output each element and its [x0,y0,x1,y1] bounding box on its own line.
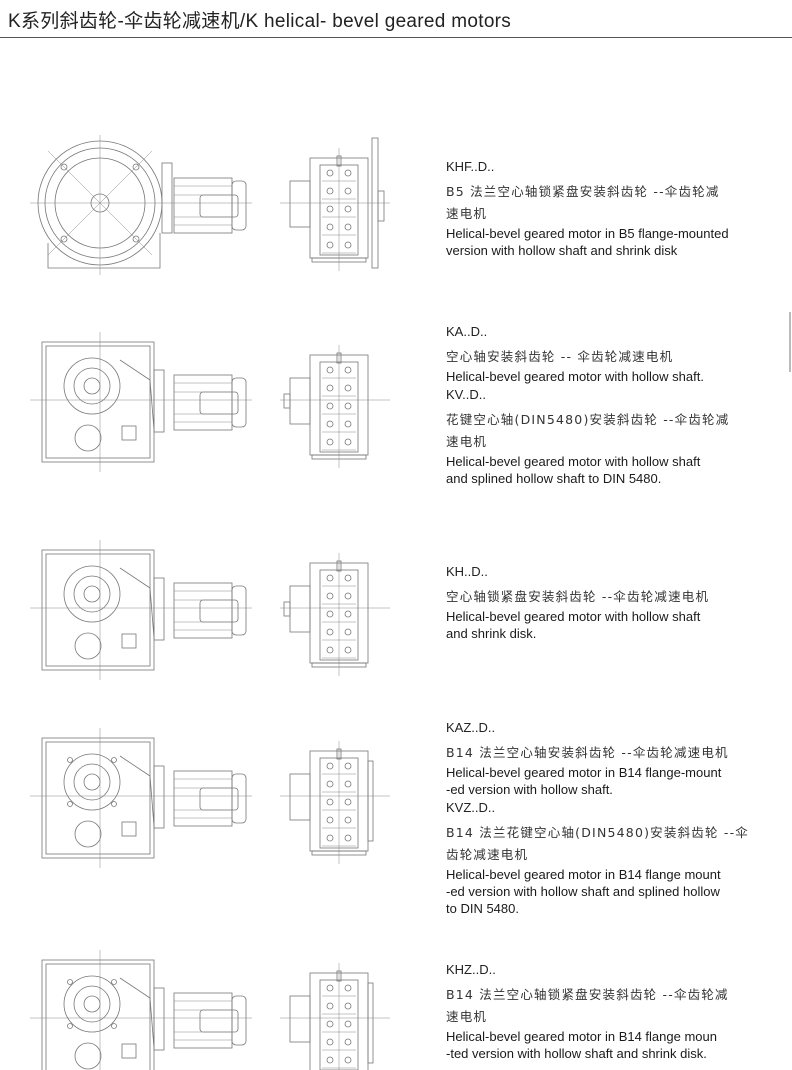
product-description: KHZ..D.. B14 法兰空心轴锁紧盘安装斜齿轮 --伞齿轮减速电机 Helic… [446,960,791,1062]
product-description: KA..D.. 空心轴安装斜齿轮 -- 伞齿轮减速电机 Helical-bevel … [446,322,791,487]
description-chinese: B5 法兰空心轴锁紧盘安装斜齿轮 --伞齿轮减 [446,184,720,199]
side-view-drawing [30,135,252,275]
description-english: -ed version with hollow shaft and spline… [446,884,720,899]
geared-motor-drawing [30,135,390,275]
description-english: Helical-bevel geared motor in B14 flange… [446,1029,717,1044]
description-chinese: 空心轴锁紧盘安装斜齿轮 --伞齿轮减速电机 [446,589,710,604]
geared-motor-drawing [30,950,390,1070]
end-view-drawing [280,741,390,864]
side-view-drawing [30,728,252,868]
side-view-drawing [30,540,252,680]
description-chinese: 花键空心轴(DIN5480)安装斜齿轮 --伞齿轮减 [446,412,730,427]
product-description: KAZ..D.. B14 法兰空心轴安装斜齿轮 --伞齿轮减速电机 Helical-… [446,718,791,917]
model-code: KHF..D.. [446,159,495,174]
description-english: Helical-bevel geared motor in B14 flange… [446,867,721,882]
description-english: Helical-bevel geared motor with hollow s… [446,609,701,624]
end-view-drawing [280,137,390,271]
title-divider [0,37,792,38]
description-english: -ted version with hollow shaft and shrin… [446,1046,707,1061]
product-description: KHF..D.. B5 法兰空心轴锁紧盘安装斜齿轮 --伞齿轮减速电机 Helica… [446,157,791,259]
description-english: Helical-bevel geared motor with hollow s… [446,369,704,384]
description-english: and shrink disk. [446,626,537,641]
end-view-drawing [280,963,390,1070]
description-english: Helical-bevel geared motor in B14 flange… [446,765,722,780]
page-edge-mark [789,312,791,372]
side-view-drawing [30,950,252,1070]
description-english: and splined hollow shaft to DIN 5480. [446,471,662,486]
product-description: KH..D.. 空心轴锁紧盘安装斜齿轮 --伞齿轮减速电机 Helical-beve… [446,562,791,642]
description-chinese: B14 法兰空心轴锁紧盘安装斜齿轮 --伞齿轮减 [446,987,729,1002]
model-code: KVZ..D.. [446,800,496,815]
geared-motor-drawing [30,540,390,680]
model-code: KV..D.. [446,387,486,402]
description-chinese: 空心轴安装斜齿轮 -- 伞齿轮减速电机 [446,349,674,364]
description-chinese: B14 法兰花键空心轴(DIN5480)安装斜齿轮 --伞 [446,825,749,840]
description-english: Helical-bevel geared motor with hollow s… [446,454,701,469]
description-chinese: 速电机 [446,1009,488,1024]
model-code: KH..D.. [446,564,488,579]
geared-motor-drawing [30,332,390,472]
description-english: to DIN 5480. [446,901,519,916]
description-chinese: B14 法兰空心轴安装斜齿轮 --伞齿轮减速电机 [446,745,729,760]
model-code: KAZ..D.. [446,720,496,735]
page-title: K系列斜齿轮-伞齿轮减速机/K helical- bevel geared mo… [8,11,512,32]
end-view-drawing [280,345,390,468]
model-code: KA..D.. [446,324,488,339]
description-english: -ed version with hollow shaft. [446,782,613,797]
end-view-drawing [280,553,390,676]
description-chinese: 速电机 [446,206,488,221]
geared-motor-drawing [30,728,390,868]
description-chinese: 速电机 [446,434,488,449]
model-code: KHZ..D.. [446,962,496,977]
description-chinese: 齿轮减速电机 [446,847,529,862]
side-view-drawing [30,332,252,472]
description-english: Helical-bevel geared motor in B5 flange-… [446,226,729,241]
description-english: version with hollow shaft and shrink dis… [446,243,678,258]
